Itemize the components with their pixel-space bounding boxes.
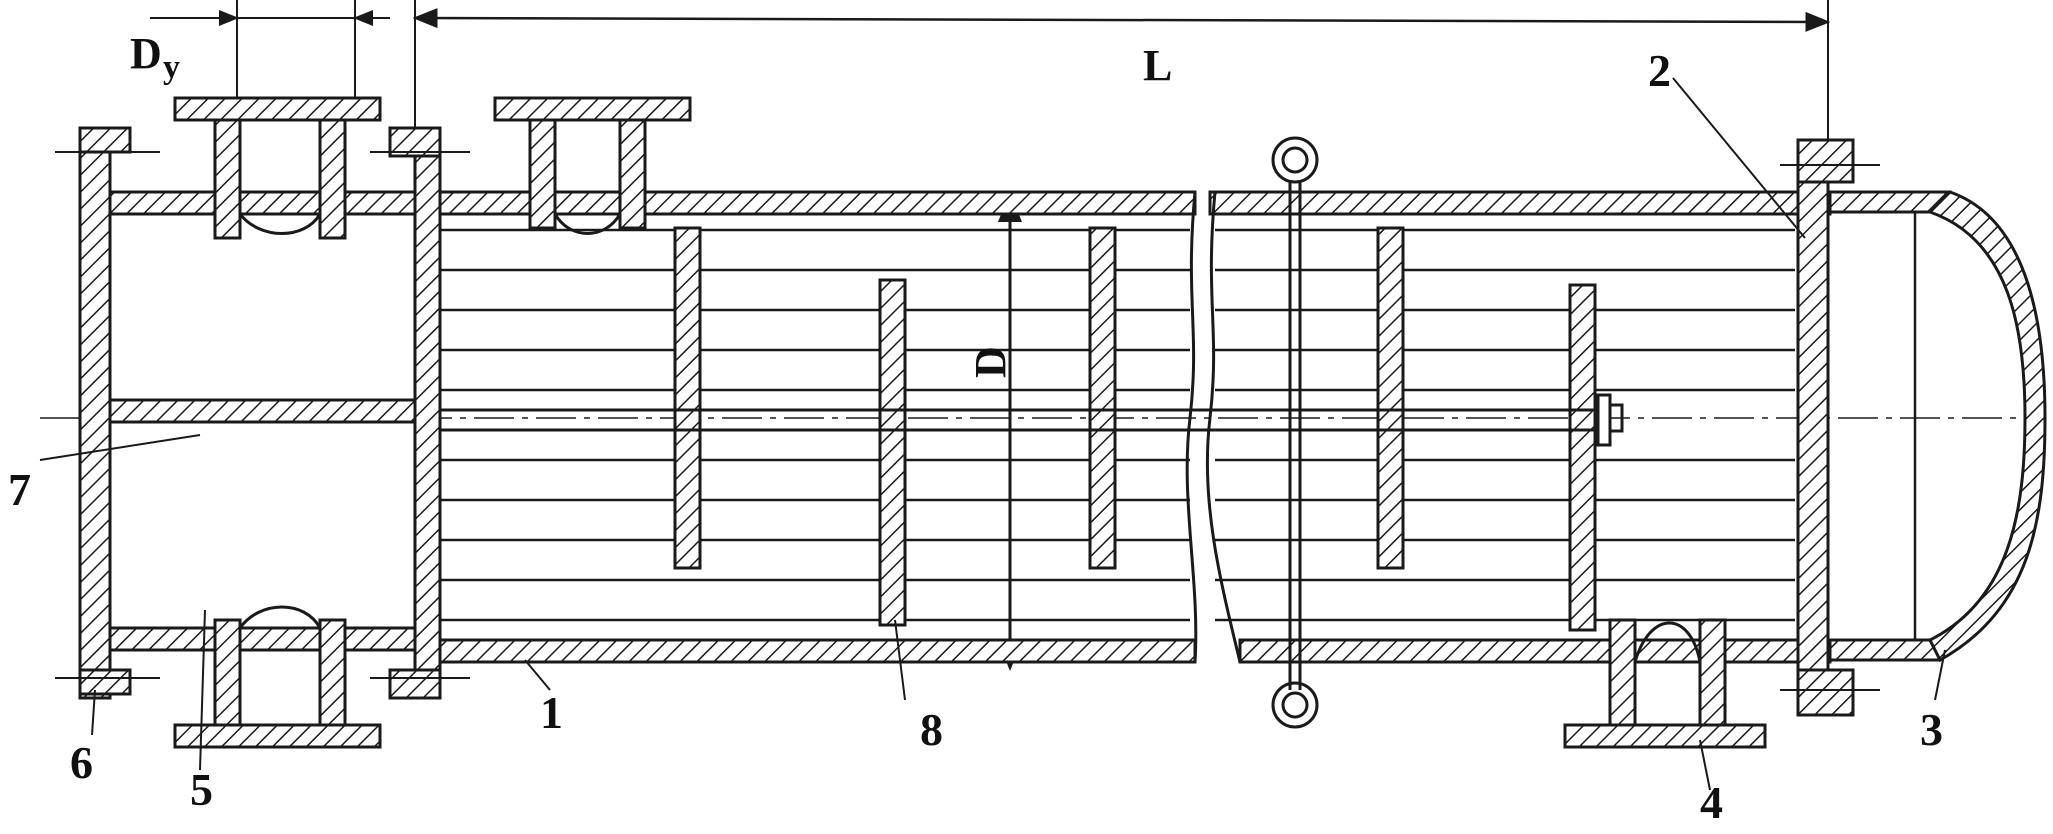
callouts: 1 2 3 4 5 6 7 8: [8, 45, 1943, 828]
length-label: L: [1143, 41, 1172, 90]
tube-bundle-left: [435, 228, 1190, 622]
leader-lines: [39, 77, 1946, 791]
callout-2: 2: [1648, 45, 1671, 96]
distribution-chamber: [78, 126, 422, 700]
nozzle-top-left: [173, 96, 382, 240]
nozzle-bottom-left: [173, 605, 382, 749]
callout-7: 7: [8, 464, 31, 515]
tube-sheet-left: [413, 126, 442, 700]
dimension-labels: D у L D: [130, 29, 1172, 378]
callout-1: 1: [540, 687, 563, 738]
nozzle-top-middle: [493, 96, 692, 235]
callout-6: 6: [70, 737, 93, 788]
nozzle-diameter-label: D: [130, 29, 162, 78]
nozzle-bottom-right: [1563, 618, 1767, 749]
shell: [423, 190, 1952, 664]
baffles: [673, 226, 1597, 632]
callout-3: 3: [1920, 704, 1943, 755]
nozzle-diameter-subscript: у: [163, 49, 180, 86]
shell-diameter-label: D: [966, 346, 1015, 378]
tube-bundle-right: [1215, 228, 1795, 622]
end-cover: [1927, 190, 2047, 663]
callout-4: 4: [1700, 777, 1723, 828]
callout-5: 5: [190, 764, 213, 815]
tube-sheet-right: [1796, 138, 1830, 717]
callout-8: 8: [920, 704, 943, 755]
bolts: [55, 151, 1880, 691]
